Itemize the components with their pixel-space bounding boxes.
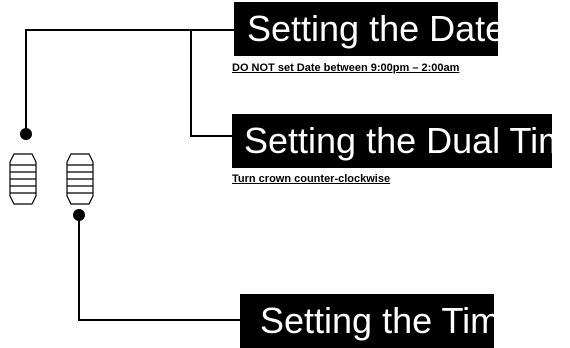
setting-date-note: DO NOT set Date between 9:00pm – 2:00am — [232, 62, 460, 74]
setting-dual-time-note: Turn crown counter-clockwise — [232, 173, 391, 185]
setting-dual-time-title: Setting the Dual Time — [244, 120, 570, 161]
time-connector-dot-icon — [73, 209, 85, 221]
setting-date-label: Setting the Date — [234, 2, 505, 56]
crown-right-icon — [66, 153, 94, 205]
setting-date-title: Setting the Date — [247, 8, 506, 49]
dual-time-connector-line — [190, 30, 232, 137]
date-connector-dot-icon — [20, 128, 32, 140]
setting-dual-time-label: Setting the Dual Time — [232, 114, 570, 168]
setting-time-label: Setting the Time — [240, 294, 520, 348]
date-connector-line — [25, 29, 234, 133]
time-connector-line — [78, 216, 240, 321]
setting-time-title: Setting the Time — [260, 300, 521, 341]
crown-left-icon — [9, 153, 37, 205]
